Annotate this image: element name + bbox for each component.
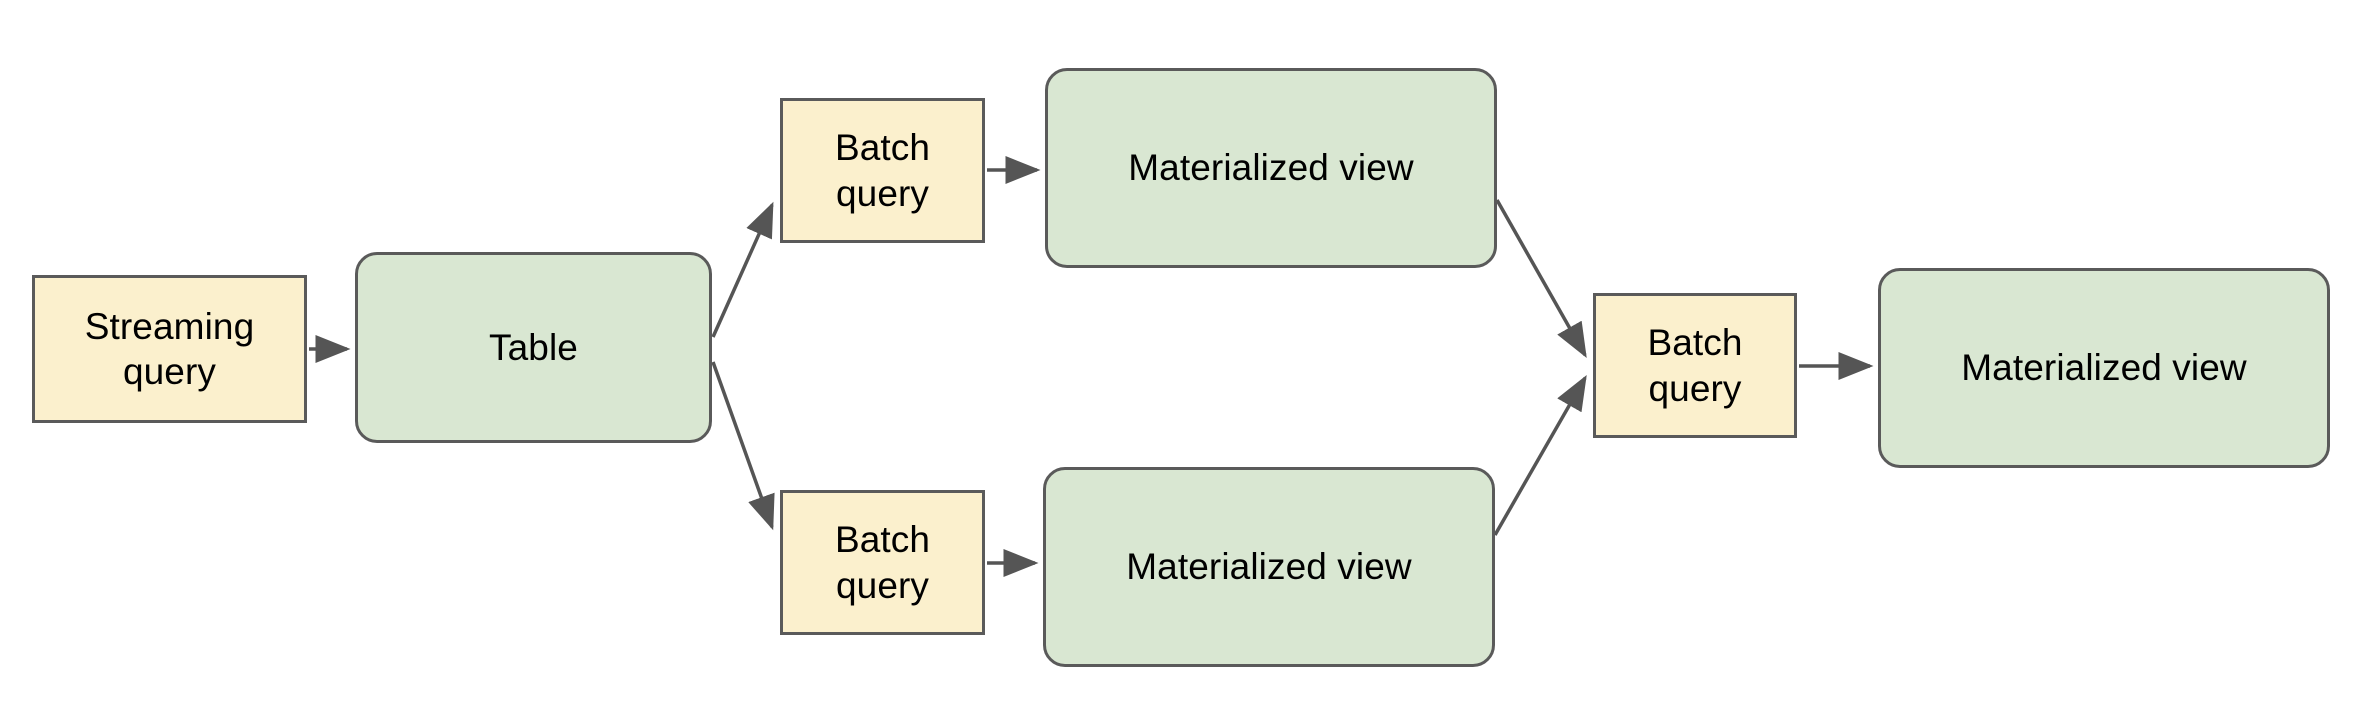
node-batch-query-top-label: Batch query <box>834 127 931 214</box>
node-streaming-query[interactable]: Streaming query <box>32 275 307 423</box>
node-batch-query-bottom-label: Batch query <box>834 519 931 606</box>
node-batch-query-top[interactable]: Batch query <box>780 98 985 243</box>
node-batch-query-bottom[interactable]: Batch query <box>780 490 985 635</box>
node-table-label: Table <box>489 326 578 368</box>
edge-table-to-batch-query-bottom <box>711 361 775 531</box>
node-batch-query-center-label: Batch query <box>1647 322 1743 409</box>
edge-materialized-view-bottom-to-batch-query-center <box>1493 374 1587 536</box>
node-streaming-query-label: Streaming query <box>84 305 255 392</box>
node-materialized-view-top[interactable]: Materialized view <box>1045 68 1497 268</box>
node-materialized-view-right[interactable]: Materialized view <box>1878 268 2330 468</box>
node-materialized-view-top-label: Materialized view <box>1128 147 1414 189</box>
node-materialized-view-right-label: Materialized view <box>1961 347 2247 389</box>
node-materialized-view-bottom[interactable]: Materialized view <box>1043 467 1495 667</box>
edge-table-to-batch-query-top <box>711 201 774 338</box>
node-table[interactable]: Table <box>355 252 712 443</box>
node-materialized-view-bottom-label: Materialized view <box>1126 546 1412 588</box>
edge-materialized-view-top-to-batch-query-center <box>1495 199 1587 359</box>
node-batch-query-center[interactable]: Batch query <box>1593 293 1797 438</box>
